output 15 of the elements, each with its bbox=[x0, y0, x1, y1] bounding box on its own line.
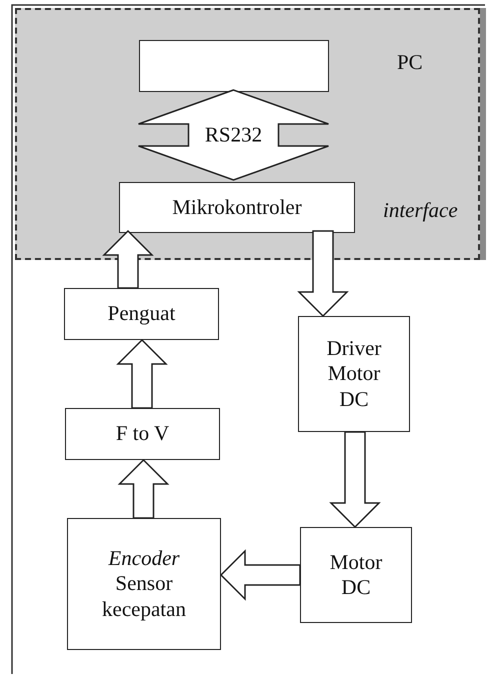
block-arrow bbox=[220, 549, 301, 601]
block-arrow bbox=[297, 230, 349, 318]
panel-label: interface bbox=[383, 198, 458, 223]
process-box: Driver Motor DC bbox=[298, 316, 410, 432]
empty-box bbox=[139, 40, 329, 92]
process-box: F to V bbox=[65, 408, 220, 460]
process-box: Encoder Sensor kecepatan bbox=[67, 518, 221, 650]
process-box: Mikrokontroler bbox=[119, 182, 355, 233]
block-arrow bbox=[118, 458, 170, 519]
block-arrow bbox=[329, 431, 381, 528]
block-arrow bbox=[102, 230, 154, 289]
panel-label: PC bbox=[397, 50, 423, 75]
process-box: Penguat bbox=[64, 288, 219, 340]
process-box: Motor DC bbox=[300, 527, 412, 623]
block-arrow bbox=[116, 338, 168, 409]
